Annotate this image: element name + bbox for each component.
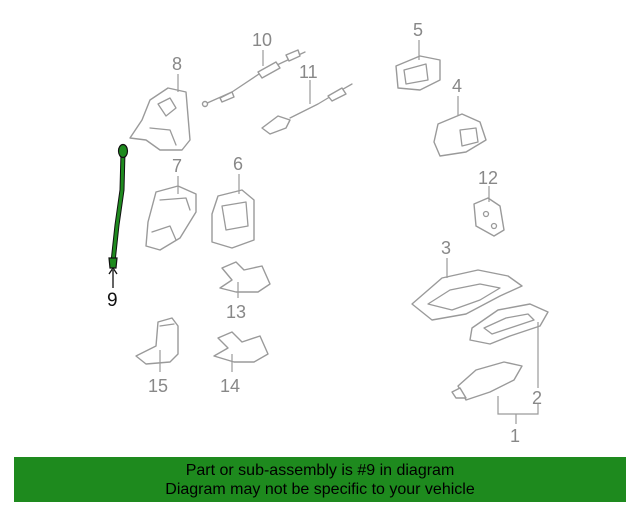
callout-10: 10 [252,30,272,50]
callout-1: 1 [510,426,520,446]
part-14-clip[interactable] [213,331,269,372]
part-12-bracket[interactable] [473,186,505,237]
part-15-bracket[interactable] [135,317,179,372]
banner-line-part: Part or sub-assembly is #9 in diagram [185,462,455,479]
info-banner: Part or sub-assembly is #9 in diagram Di… [14,457,626,502]
part-8-bracket[interactable] [129,74,191,151]
part-5-bezel[interactable] [395,40,441,91]
callout-8: 8 [172,54,182,74]
callout-2: 2 [532,388,542,408]
callout-14: 14 [220,376,240,396]
part-10-cable[interactable] [201,49,306,108]
part-11-cable[interactable] [261,80,353,135]
part-6-latch[interactable] [211,174,255,249]
callout-7: 7 [172,156,182,176]
banner-line-disclaimer: Diagram may not be specific to your vehi… [165,481,475,498]
callout-13: 13 [226,302,246,322]
part-13-clip[interactable] [219,261,271,298]
callout-15: 15 [148,376,168,396]
parts-diagram: 10 11 8 7 6 13 14 15 5 4 12 3 2 1 9 [107,20,549,446]
part-3-housing[interactable] [411,258,523,321]
part-2-gasket[interactable] [469,303,549,388]
callout-9: 9 [107,290,118,311]
callout-3: 3 [441,238,451,258]
callout-6: 6 [233,154,243,174]
callout-4: 4 [452,76,462,96]
part-7-latch[interactable] [145,176,197,251]
callout-11: 11 [299,62,318,82]
part-1-outer-handle[interactable] [451,361,539,424]
callout-12: 12 [478,168,498,188]
part-4-handle[interactable] [433,96,487,157]
part-9-rod-highlighted[interactable] [108,143,129,289]
callout-5: 5 [413,20,423,40]
